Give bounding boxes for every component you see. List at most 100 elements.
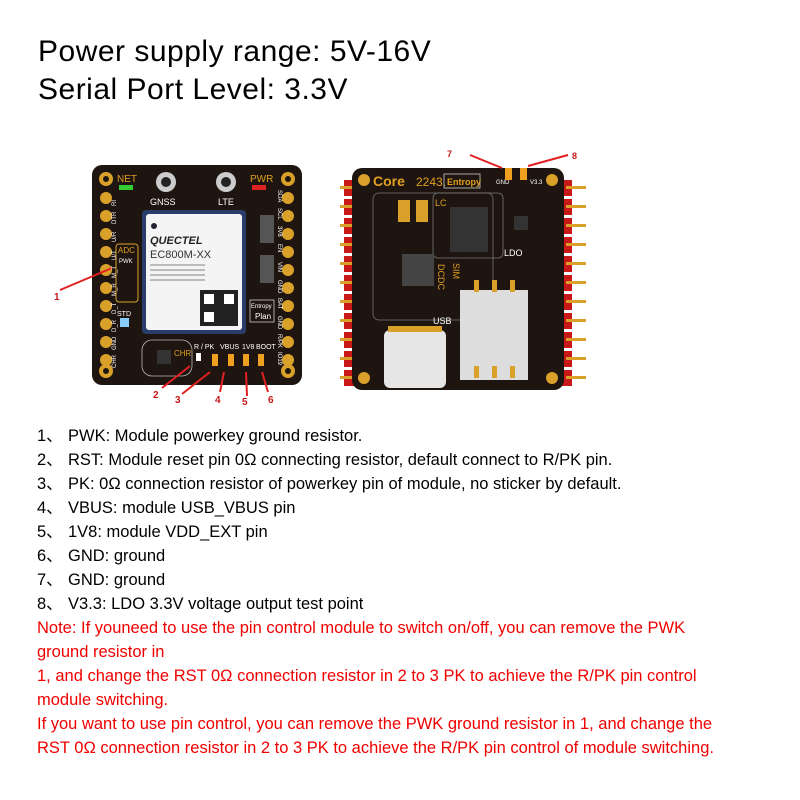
- gnd-testpoint-label: GND: [496, 180, 510, 186]
- header-pin-lead: [340, 281, 352, 284]
- callout-7: 7: [447, 149, 452, 159]
- note-line: Note: If youneed to use the pin control …: [37, 619, 686, 637]
- v33-testpoint-label: V3.3: [530, 180, 543, 186]
- list-item: 3、 PK: 0Ω connection resistor of powerkey…: [37, 472, 777, 496]
- pin-pad: [282, 336, 294, 348]
- adc-label: ADC: [118, 246, 135, 255]
- item-number: 6、: [37, 547, 63, 565]
- pin-pad: [100, 336, 112, 348]
- header-pin-lead: [566, 357, 586, 360]
- header-pin-lead: [566, 186, 586, 189]
- 1v8-label: 1V8: [242, 344, 255, 351]
- left-pin-label: GND: [112, 336, 118, 350]
- left-pin-label: M_T: [112, 266, 118, 278]
- header-pin-lead: [566, 281, 586, 284]
- note-line: ground resistor in: [37, 643, 165, 661]
- callout-8: 8: [572, 151, 577, 161]
- pin-pad: [100, 318, 112, 330]
- callout-2: 2: [153, 390, 159, 401]
- ldo-label: LDO: [504, 248, 523, 258]
- plan-label: Plan: [255, 312, 271, 321]
- right-pin-label: 3V8: [276, 226, 282, 237]
- header-pin-lead: [566, 205, 586, 208]
- pin-pad: [282, 318, 294, 330]
- title-serial-level: Serial Port Level: 3.3V: [38, 73, 348, 106]
- right-pin-label: BAT: [276, 298, 282, 310]
- item-number: 1、: [37, 427, 63, 445]
- item-text: PK: 0Ω connection resistor of powerkey p…: [68, 475, 622, 493]
- left-pin-label: DTR: [112, 211, 118, 224]
- callout-3: 3: [175, 395, 181, 406]
- header-pin-lead: [340, 205, 352, 208]
- header-pin-lead: [566, 300, 586, 303]
- header-pin-lead: [566, 243, 586, 246]
- right-pin-label: VIN: [276, 262, 282, 272]
- note-line: If you want to use pin control, you can …: [37, 715, 713, 733]
- pin-pad: [282, 300, 294, 312]
- pin-pad: [282, 264, 294, 276]
- list-item: 4、VBUS: module USB_VBUS pin: [37, 496, 777, 520]
- pwr-label: PWR: [250, 174, 273, 185]
- left-pin-label: M_R: [112, 283, 118, 296]
- left-pin-label: D_R: [112, 319, 118, 332]
- dcdc-label: DCDC: [436, 264, 446, 290]
- left-pin-label: RI: [112, 200, 118, 206]
- item-text: V3.3: LDO 3.3V voltage output test point: [68, 595, 364, 613]
- header-pin-lead: [340, 338, 352, 341]
- left-pin-label: U/T: [112, 250, 118, 260]
- pin-pad: [100, 228, 112, 240]
- list-item: 5、 1V8: module VDD_EXT pin: [37, 520, 777, 544]
- gnss-label: GNSS: [150, 197, 176, 207]
- pin-pad: [282, 282, 294, 294]
- header-pin-lead: [340, 224, 352, 227]
- pin-pad: [100, 282, 112, 294]
- item-text: VBUS: module USB_VBUS pin: [68, 499, 296, 517]
- item-number: 8、: [37, 595, 63, 613]
- boot-label: BOOT: [256, 344, 277, 351]
- header-pin-lead: [340, 300, 352, 303]
- pin-pad: [100, 246, 112, 258]
- list-item: 6、 GND: ground: [37, 544, 777, 568]
- pwk-label: PWK: [119, 259, 133, 265]
- net-label: NET: [117, 174, 137, 185]
- right-pin-label: EN: [276, 244, 282, 252]
- std-label: STD: [117, 311, 131, 318]
- chr-label: CHR: [174, 349, 192, 358]
- header-pin-lead: [340, 262, 352, 265]
- header-pin-lead: [566, 338, 586, 341]
- item-number: 3、: [37, 475, 63, 493]
- left-pin-label: U/R: [112, 231, 118, 242]
- pin-pad: [282, 246, 294, 258]
- list-item: 7、GND: ground: [37, 568, 777, 592]
- header-pin-lead: [340, 376, 352, 379]
- right-pin-label: R/PK: [276, 334, 282, 348]
- list-item: 1、 PWK: Module powerkey ground resistor.: [37, 424, 777, 448]
- header-pin-lead: [566, 224, 586, 227]
- pin-pad: [100, 300, 112, 312]
- usb-label: USB: [433, 316, 452, 326]
- header-pin-lead: [566, 262, 586, 265]
- pin-pad: [282, 354, 294, 366]
- note-line: 1, and change the RST 0Ω connection resi…: [37, 667, 697, 685]
- item-number: 5、: [37, 523, 63, 541]
- callout-1: 1: [54, 292, 60, 303]
- lc-label: LC: [435, 198, 447, 208]
- module-model: EC800M-XX: [150, 249, 212, 261]
- list-item: 2、RST: Module reset pin 0Ω connecting re…: [37, 448, 777, 472]
- back-board-image: Core 2243. Entropy GND V3.3 LC DCDC LDO …: [340, 149, 586, 390]
- core-label: Core: [373, 173, 405, 189]
- core-number: 2243.: [416, 175, 446, 189]
- item-text: RST: Module reset pin 0Ω connecting resi…: [68, 451, 613, 469]
- rpk-label: R / PK: [194, 344, 215, 351]
- callout-4: 4: [215, 395, 221, 406]
- item-text: PWK: Module powerkey ground resistor.: [68, 427, 363, 445]
- right-pin-label: SCL: [276, 208, 282, 220]
- pin-pad: [100, 192, 112, 204]
- item-text: GND: ground: [68, 547, 166, 565]
- left-pin-label: D_T: [112, 302, 118, 314]
- entropy-label-back: Entropy: [447, 177, 481, 187]
- right-pin-label: SDA: [276, 190, 282, 202]
- right-pin-label: GND: [276, 280, 282, 294]
- item-text: 1V8: module VDD_EXT pin: [68, 523, 268, 541]
- callout-6: 6: [268, 395, 274, 406]
